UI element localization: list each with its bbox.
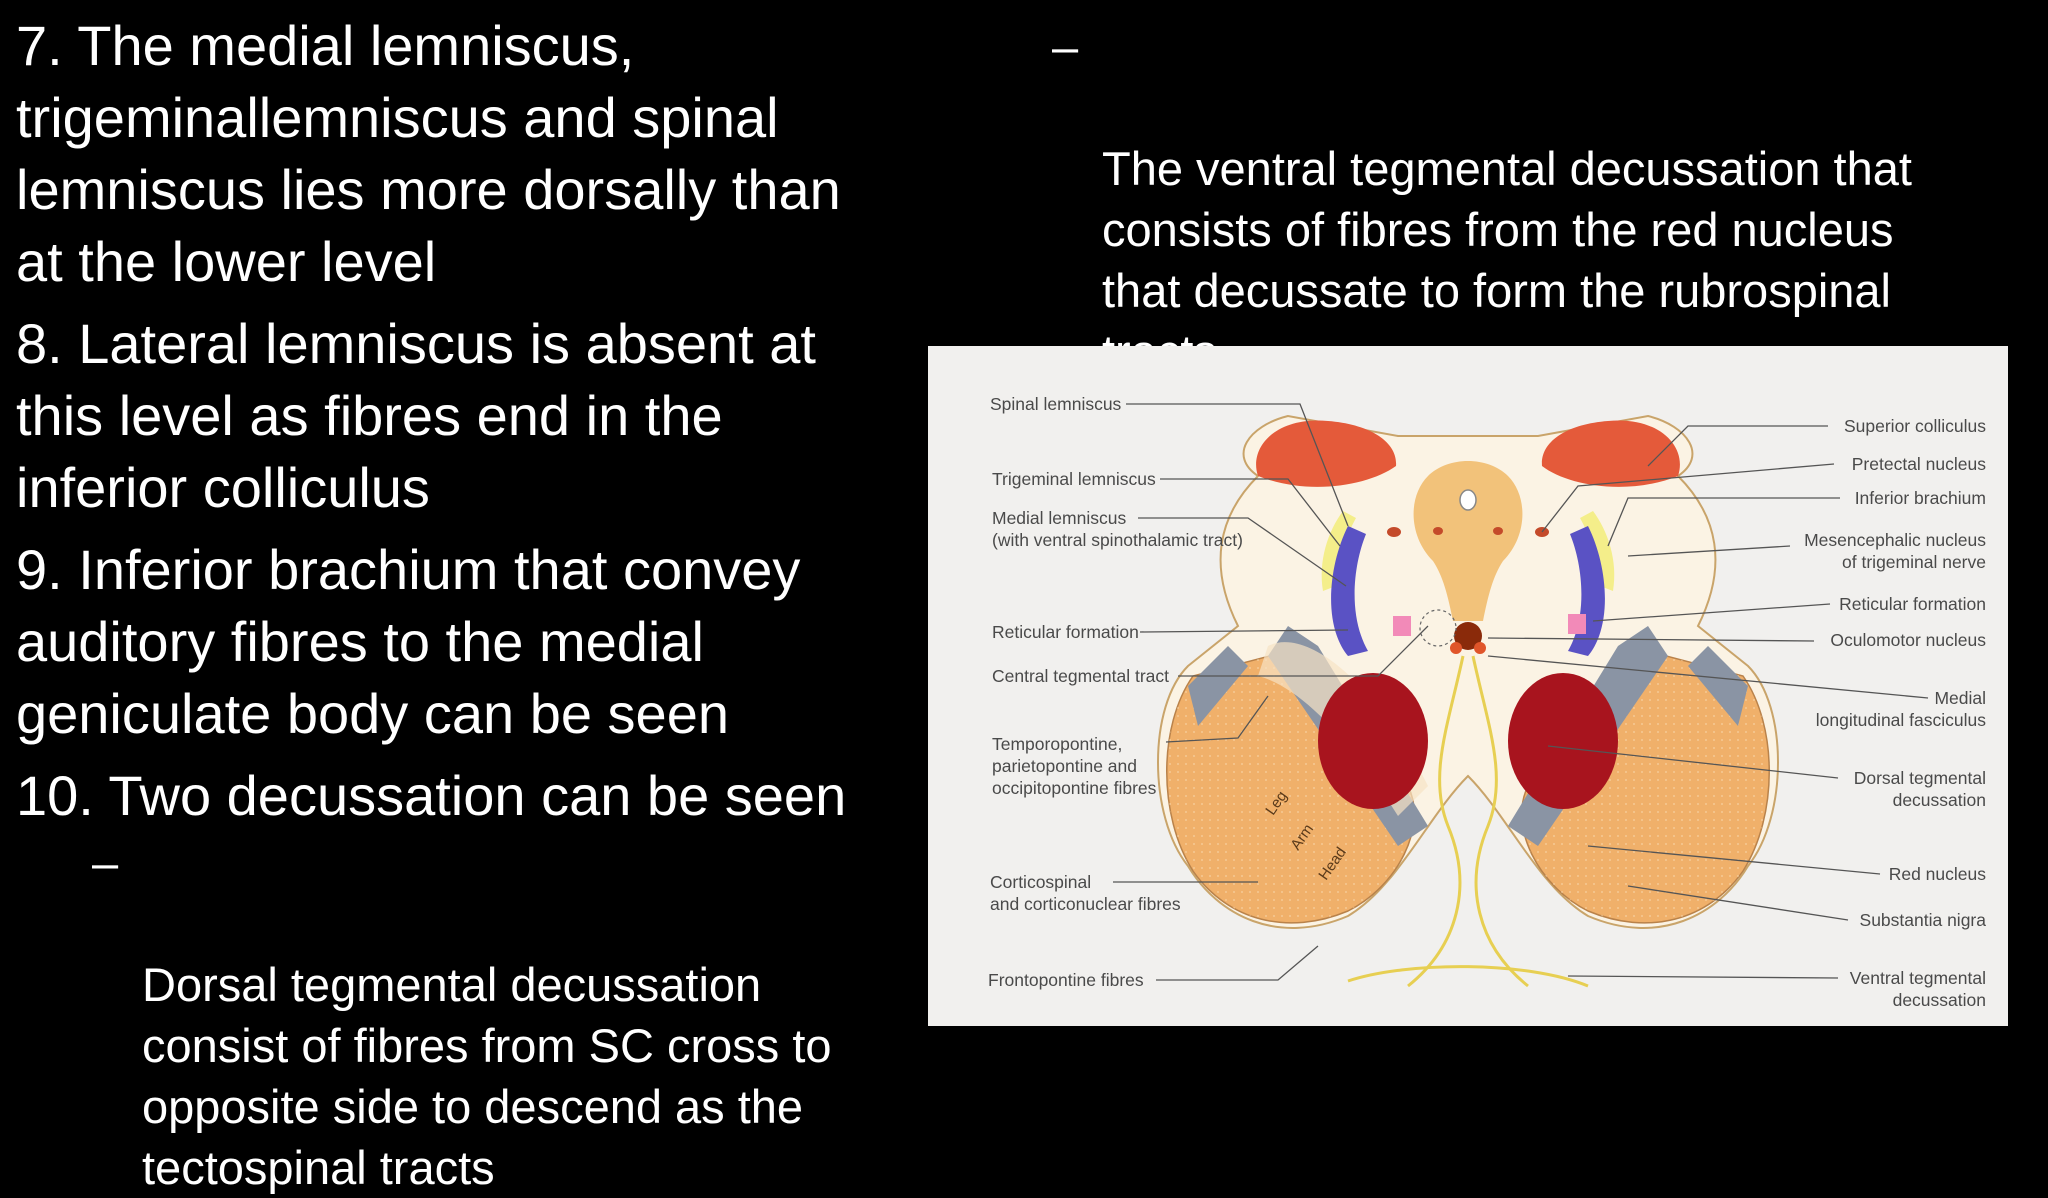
label-spinal-lemniscus: Spinal lemniscus [990, 394, 1122, 414]
periaqueductal-grey [1413, 461, 1523, 621]
label-dorsal-tegmental-decussation: Dorsal tegmental [1854, 768, 1986, 788]
label-medial-lemniscus-sub: (with ventral spinothalamic tract) [992, 530, 1243, 550]
label-substantia-nigra: Substantia nigra [1860, 910, 1987, 930]
label-dorsal-tegmental-decussation-2: decussation [1893, 790, 1986, 810]
superior-colliculus-left [1256, 420, 1397, 487]
label-ventral-tegmental-decussation: Ventral tegmental [1850, 968, 1986, 988]
label-temporopontine-3: occipitopontine fibres [992, 778, 1157, 798]
label-central-tegmental-tract: Central tegmental tract [992, 666, 1169, 686]
label-superior-colliculus: Superior colliculus [1844, 416, 1986, 436]
red-nucleus-left [1318, 673, 1428, 809]
label-reticular-formation-left: Reticular formation [992, 622, 1139, 642]
red-nucleus-right [1508, 673, 1618, 809]
left-column: 7. The medial lemniscus, trigeminallemni… [16, 10, 916, 1198]
tectospinal-tract-curve [1407, 655, 1465, 988]
sub-point-text: Dorsal tegmental decussation consist of … [142, 958, 832, 1194]
label-reticular-formation-right: Reticular formation [1839, 594, 1986, 614]
medial-lemniscus-left [1331, 526, 1368, 656]
reticular-formation-right [1568, 614, 1586, 634]
label-frontopontine: Frontopontine fibres [988, 970, 1144, 990]
diagram-svg: Leg Arm Head Spinal lemniscus Trigeminal… [988, 394, 1987, 1010]
label-corticospinal-2: and corticonuclear fibres [990, 894, 1181, 914]
medial-lemniscus-right [1568, 526, 1605, 656]
label-mesencephalic-nucleus: Mesencephalic nucleus [1804, 530, 1986, 550]
oculomotor-nucleus [1454, 622, 1482, 650]
label-medial-longitudinal-fasciculus: Medial [1934, 688, 1986, 708]
sub-point-dorsal-decussation: – Dorsal tegmental decussation consist o… [92, 832, 916, 1198]
cerebral-aqueduct [1459, 489, 1477, 511]
label-trigeminal-lemniscus: Trigeminal lemniscus [992, 469, 1156, 489]
point-8: 8. Lateral lemniscus is absent at this l… [16, 312, 816, 519]
label-temporopontine-2: parietopontine and [992, 756, 1137, 776]
reticular-formation-left [1393, 616, 1411, 636]
right-column: – The ventral tegmental decussation that… [1052, 16, 2012, 382]
dash-bullet: – [1052, 20, 1079, 73]
label-pretectal-nucleus: Pretectal nucleus [1852, 454, 1986, 474]
label-inferior-brachium: Inferior brachium [1855, 488, 1986, 508]
label-temporopontine: Temporopontine, [992, 734, 1122, 754]
sub-point-text: The ventral tegmental decussation that c… [1102, 142, 1912, 378]
label-corticospinal: Corticospinal [990, 872, 1091, 892]
sub-point-ventral-decussation: – The ventral tegmental decussation that… [1052, 16, 2012, 382]
superior-colliculus-right [1541, 420, 1680, 487]
point-10: 10. Two decussation can be seen [16, 764, 847, 827]
label-oculomotor-nucleus: Oculomotor nucleus [1830, 630, 1986, 650]
label-mesencephalic-nucleus-2: of trigeminal nerve [1842, 552, 1986, 572]
midbrain-section-diagram: Leg Arm Head Spinal lemniscus Trigeminal… [928, 346, 2008, 1026]
label-ventral-tegmental-decussation-2: decussation [1893, 990, 1986, 1010]
label-medial-longitudinal-fasciculus-2: longitudinal fasciculus [1816, 710, 1986, 730]
point-7: 7. The medial lemniscus, trigeminallemni… [16, 14, 841, 293]
label-medial-lemniscus: Medial lemniscus [992, 508, 1126, 528]
label-red-nucleus: Red nucleus [1889, 864, 1987, 884]
rubrospinal-tract-curve [1347, 965, 1589, 988]
point-9: 9. Inferior brachium that convey auditor… [16, 538, 801, 745]
dash-bullet: – [92, 836, 119, 889]
